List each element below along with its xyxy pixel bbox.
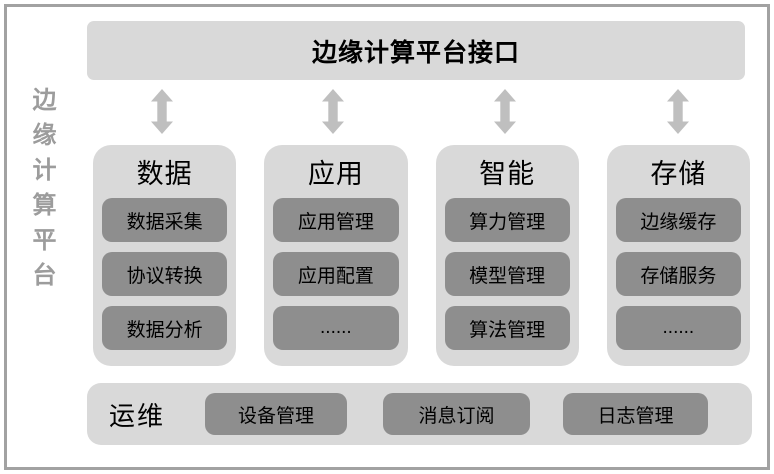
module-chip: ...... (273, 306, 399, 350)
column-title: 数据 (136, 159, 193, 189)
module-chip: 边缘缓存 (615, 198, 741, 242)
ops-bar-title: 运维 (109, 400, 166, 431)
module-chip: 数据分析 (102, 306, 228, 350)
module-chip: 应用配置 (273, 252, 399, 296)
platform-interface-title: 边缘计算平台接口 (311, 38, 520, 67)
module-columns: 数据 数据采集 协议转换 数据分析 应用 应用管理 应用配置 ...... 智能… (93, 145, 750, 366)
module-chip: 应用管理 (273, 198, 399, 242)
column-application: 应用 应用管理 应用配置 ...... (264, 145, 408, 366)
module-chip: 设备管理 (205, 393, 347, 435)
double-vertical-arrow-icon (667, 89, 689, 134)
module-chip: 数据采集 (102, 198, 228, 242)
module-chip: 模型管理 (444, 252, 570, 296)
module-chip: 消息订阅 (383, 393, 530, 435)
ops-bar: 运维 设备管理 消息订阅 日志管理 (87, 383, 752, 445)
column-title: 存储 (650, 159, 707, 189)
column-title: 智能 (479, 159, 536, 189)
module-chip: 协议转换 (102, 252, 228, 296)
module-chip: 存储服务 (615, 252, 741, 296)
module-chip: 日志管理 (563, 393, 708, 435)
module-chip: 算法管理 (444, 306, 570, 350)
column-data: 数据 数据采集 协议转换 数据分析 (93, 145, 237, 366)
double-vertical-arrow-icon (322, 89, 344, 134)
column-title: 应用 (307, 159, 364, 189)
module-chip: ...... (615, 306, 741, 350)
column-storage: 存储 边缘缓存 存储服务 ...... (606, 145, 750, 366)
double-vertical-arrow-icon (494, 89, 516, 134)
module-chip: 算力管理 (444, 198, 570, 242)
double-vertical-arrow-icon (151, 89, 173, 134)
platform-interface-bar: 边缘计算平台接口 (87, 21, 745, 80)
column-intelligence: 智能 算力管理 模型管理 算法管理 (435, 145, 579, 366)
platform-side-label: 边缘计算平台 (28, 87, 55, 297)
